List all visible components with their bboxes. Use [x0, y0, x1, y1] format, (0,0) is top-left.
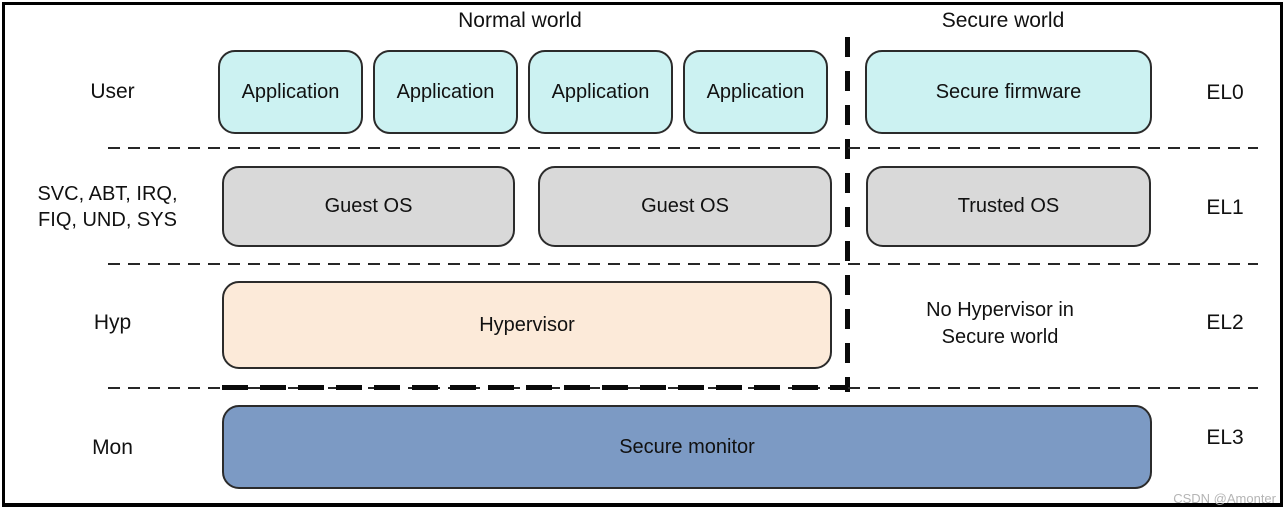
csdn-watermark: CSDN @Amonter — [1173, 491, 1276, 506]
el1-el2-dashed-separator — [108, 263, 1258, 265]
no-hypervisor-note-line1: No Hypervisor in — [926, 299, 1074, 321]
el0-el1-dashed-separator — [108, 147, 1258, 149]
guest-os-box-1: Guest OS — [222, 166, 515, 247]
secure-world-header: Secure world — [941, 9, 1065, 32]
application-box-1: Application — [218, 50, 363, 134]
el2-label: EL2 — [1206, 311, 1244, 334]
el1-label: EL1 — [1206, 196, 1244, 219]
el3-mode-label: Mon — [92, 436, 133, 459]
el0-mode-label: User — [90, 80, 135, 103]
el1-mode-label: SVC, ABT, IRQ, FIQ, UND, SYS — [10, 181, 205, 233]
hypervisor-box: Hypervisor — [222, 281, 832, 369]
el2-mode-label: Hyp — [93, 311, 132, 334]
no-hypervisor-note: No Hypervisor in Secure world — [880, 297, 1120, 351]
world-divider-dashed-line — [845, 37, 850, 392]
no-hypervisor-note-line2: Secure world — [941, 326, 1059, 348]
application-box-3: Application — [528, 50, 673, 134]
el1-mode-label-line1: SVC, ABT, IRQ, — [37, 183, 178, 205]
el1-mode-label-line2: FIQ, UND, SYS — [38, 209, 177, 231]
el2-el3-thick-dashed-segment — [222, 385, 845, 390]
el0-label: EL0 — [1206, 81, 1244, 104]
el3-label: EL3 — [1206, 426, 1244, 449]
trusted-os-box: Trusted OS — [866, 166, 1151, 247]
guest-os-box-2: Guest OS — [538, 166, 832, 247]
application-box-2: Application — [373, 50, 518, 134]
application-box-4: Application — [683, 50, 828, 134]
secure-firmware-box: Secure firmware — [865, 50, 1152, 134]
normal-world-header: Normal world — [458, 9, 582, 32]
secure-monitor-box: Secure monitor — [222, 405, 1152, 489]
